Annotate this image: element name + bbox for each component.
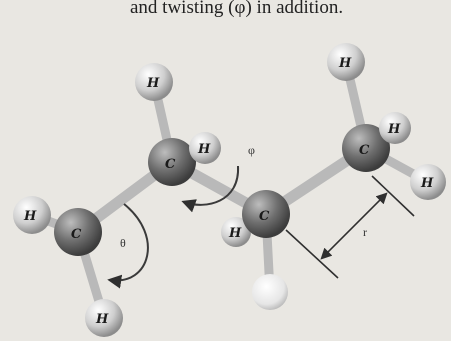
caption: and twisting (φ) in addition.: [130, 0, 343, 18]
carbon-atom: [242, 190, 290, 238]
hydrogen-label: H: [23, 209, 37, 224]
hydrogen-atom: [410, 164, 446, 200]
carbon-atoms: C C C C: [54, 124, 390, 256]
hydrogen-label: H: [338, 56, 352, 71]
carbon-atom: [342, 124, 390, 172]
hydrogen-label: H: [420, 176, 434, 191]
hydrogen-label: H: [228, 226, 242, 241]
hydrogen-label: H: [387, 122, 401, 137]
bend-angle-arrow: [107, 203, 149, 289]
hydrogen-label: H: [146, 76, 160, 91]
bond-length-indicator: [285, 175, 415, 279]
hydrogen-atom-plain: [252, 274, 288, 310]
carbon-atom: [148, 138, 196, 186]
bond-length-label: r: [363, 225, 367, 239]
extension-line: [285, 229, 339, 279]
hydrogen-label: H: [197, 142, 211, 157]
bond-length-arrow: [320, 192, 388, 260]
hydrogen-atoms: H H H H H H: [13, 43, 446, 337]
hydrogen-atom: [135, 63, 173, 101]
hydrogen-atom: [13, 196, 51, 234]
hydrogen-atom: [327, 43, 365, 81]
carbon-atom: [54, 208, 102, 256]
hydrogen-atom: [189, 132, 221, 164]
hydrogen-atom: [221, 217, 251, 247]
torsion-angle-arrow: [181, 165, 240, 213]
hydrogen-atom: [85, 299, 123, 337]
carbon-label: C: [165, 157, 176, 172]
carbon-label: C: [259, 209, 270, 224]
extension-line: [371, 175, 415, 217]
hydrogen-atoms-front: H H: [189, 112, 411, 164]
carbon-label: C: [71, 227, 82, 242]
bend-angle-label: θ: [120, 236, 126, 250]
hydrogen-label: H: [95, 312, 109, 327]
bonds: [27, 57, 433, 323]
torsion-angle-label: φ: [248, 143, 255, 157]
hydrogen-atom: [379, 112, 411, 144]
carbon-label: C: [359, 143, 370, 158]
